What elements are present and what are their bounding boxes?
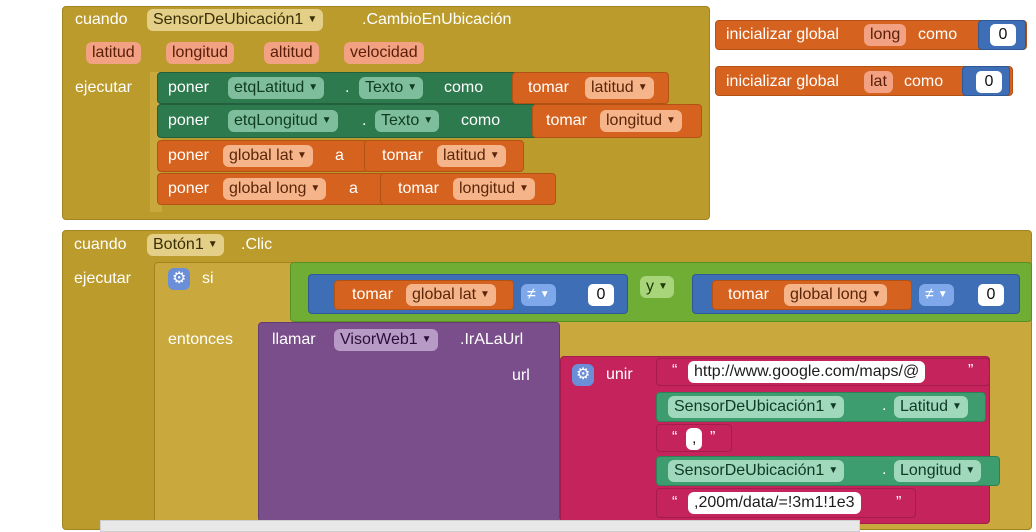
as-label: como	[444, 79, 484, 96]
component-dropdown-sensor[interactable]: SensorDeUbicación1▼	[147, 9, 324, 31]
var-dropdown-longitud[interactable]: longitud▼	[600, 110, 682, 132]
text-value-url-base[interactable]: http://www.google.com/maps/@	[688, 361, 926, 383]
open-quote: “	[672, 494, 678, 511]
operator-dropdown-neq[interactable]: ≠▼	[919, 284, 954, 306]
number-value[interactable]: 0	[588, 284, 614, 306]
var-dropdown-longitud[interactable]: longitud▼	[453, 178, 535, 200]
var-dropdown-latitud[interactable]: latitud▼	[585, 77, 654, 99]
dot-label: .	[882, 461, 887, 478]
var-dropdown-global-lat[interactable]: global lat▼	[406, 284, 496, 306]
close-quote: ”	[968, 362, 974, 379]
join-label: unir	[606, 366, 633, 383]
number-value[interactable]: 0	[976, 71, 1002, 93]
event-name-label: .Clic	[241, 236, 273, 253]
global-name-long[interactable]: long	[864, 24, 907, 46]
component-dropdown-etqlongitud[interactable]: etqLongitud▼	[228, 110, 338, 132]
to-label: a	[335, 147, 344, 164]
dot-label: .	[882, 397, 887, 414]
and-dropdown[interactable]: y▼	[640, 276, 674, 298]
url-param-label: url	[512, 367, 530, 384]
init-global-label: inicializar global	[726, 73, 839, 90]
gear-icon[interactable]: ⚙	[168, 268, 191, 290]
get-label: tomar	[528, 79, 569, 96]
workspace-scrollbar[interactable]	[100, 520, 860, 532]
component-dropdown-sensor[interactable]: SensorDeUbicación1▼	[668, 460, 845, 482]
param-longitud[interactable]: longitud	[166, 42, 235, 64]
set-label: poner	[168, 79, 209, 96]
component-dropdown-visorweb1[interactable]: VisorWeb1▼	[334, 329, 438, 351]
set-label: poner	[168, 180, 209, 197]
get-label: tomar	[382, 147, 423, 164]
global-name-lat[interactable]: lat	[864, 71, 893, 93]
dot-label: .	[362, 112, 367, 129]
call-webviewer-gotourl-block[interactable]	[258, 322, 560, 522]
get-label: tomar	[352, 286, 393, 303]
set-label: poner	[168, 147, 209, 164]
gear-icon[interactable]: ⚙	[572, 364, 595, 386]
close-quote: ”	[710, 429, 716, 446]
component-dropdown-boton1[interactable]: Botón1▼	[147, 234, 224, 256]
when-label: cuando	[74, 236, 127, 253]
param-velocidad[interactable]: velocidad	[344, 42, 424, 64]
number-value[interactable]: 0	[978, 284, 1004, 306]
text-value-comma[interactable]: ,	[686, 428, 703, 450]
property-dropdown-texto[interactable]: Texto▼	[375, 110, 440, 132]
component-dropdown-sensor[interactable]: SensorDeUbicación1▼	[668, 396, 845, 418]
component-dropdown-etqlatitud[interactable]: etqLatitud▼	[228, 77, 325, 99]
var-dropdown-latitud[interactable]: latitud▼	[437, 145, 506, 167]
set-etqlatitud-block[interactable]	[157, 72, 519, 104]
param-latitud[interactable]: latitud	[86, 42, 141, 64]
when-label: cuando	[75, 11, 128, 28]
text-value-url-suffix[interactable]: ,200m/data/=!3m1!1e3	[688, 492, 861, 514]
to-label: a	[349, 180, 358, 197]
then-label: entonces	[168, 331, 233, 348]
do-label: ejecutar	[74, 270, 131, 287]
as-label: como	[461, 112, 501, 129]
property-dropdown-latitud[interactable]: Latitud▼	[894, 396, 968, 418]
property-dropdown-longitud[interactable]: Longitud▼	[894, 460, 982, 482]
as-label: como	[904, 73, 944, 90]
property-dropdown-texto[interactable]: Texto▼	[359, 77, 424, 99]
get-label: tomar	[398, 180, 439, 197]
var-dropdown-global-long[interactable]: global long▼	[784, 284, 888, 306]
event-name-label: .CambioEnUbicación	[362, 11, 512, 28]
get-label: tomar	[728, 286, 769, 303]
number-value[interactable]: 0	[990, 24, 1016, 46]
call-label: llamar	[272, 331, 316, 348]
do-label: ejecutar	[75, 79, 132, 96]
close-quote: ”	[896, 494, 902, 511]
operator-dropdown-neq[interactable]: ≠▼	[521, 284, 556, 306]
param-altitud[interactable]: altitud	[264, 42, 319, 64]
open-quote: “	[672, 429, 678, 446]
var-dropdown-global-long[interactable]: global long▼	[223, 178, 327, 200]
init-global-label: inicializar global	[726, 26, 839, 43]
var-dropdown-global-lat[interactable]: global lat▼	[223, 145, 313, 167]
method-label: .IrALaUrl	[460, 331, 524, 348]
set-etqlongitud-block[interactable]	[157, 104, 539, 138]
dot-label: .	[345, 79, 350, 96]
set-label: poner	[168, 112, 209, 129]
if-label: si	[202, 270, 214, 287]
get-label: tomar	[546, 112, 587, 129]
open-quote: “	[672, 362, 678, 379]
as-label: como	[918, 26, 958, 43]
